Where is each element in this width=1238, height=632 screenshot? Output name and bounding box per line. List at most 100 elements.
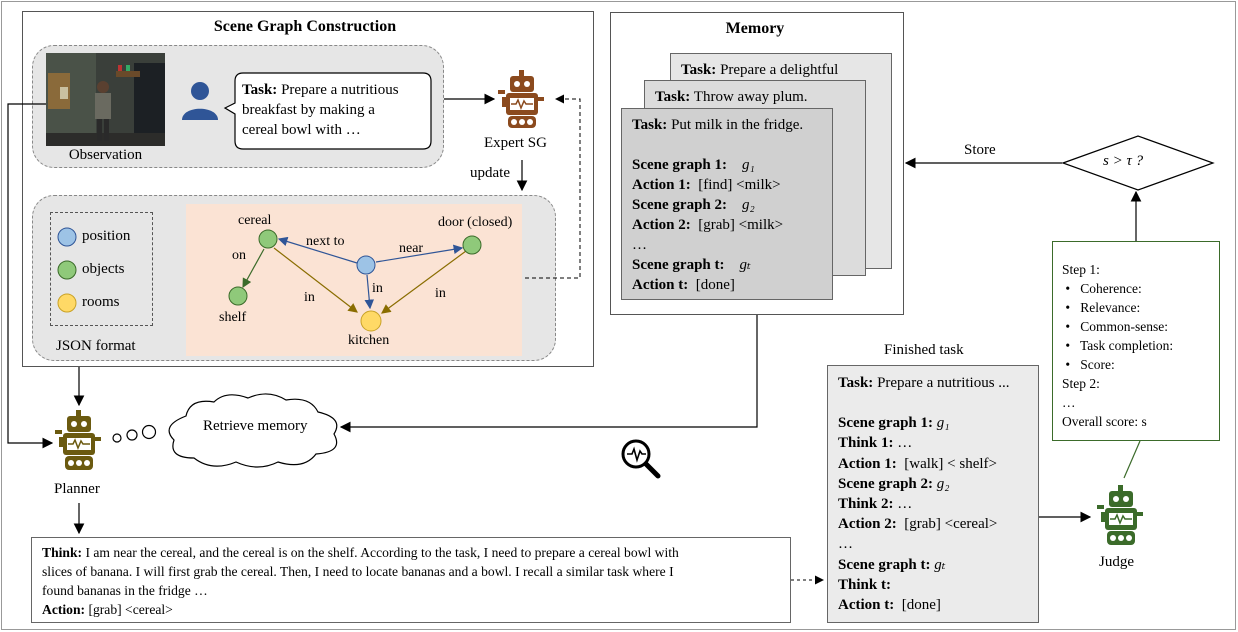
label-cereal: cereal: [238, 213, 272, 228]
label-in-2: in: [372, 281, 383, 296]
card3-task: Prepare a delightful: [720, 62, 839, 78]
ft-at: [done]: [901, 597, 941, 614]
node-shelf: [228, 286, 248, 306]
step2-label: Step 2:: [1062, 376, 1100, 391]
criterion-coherence: • Coherence:: [1062, 281, 1142, 296]
legend-objects-label: objects: [82, 261, 125, 277]
legend-position-label: position: [82, 228, 131, 244]
ft-think2-bold: Think 2:: [838, 496, 894, 513]
card2-task-bold: Task:: [655, 89, 691, 105]
ft-task: Prepare a nutritious ...: [877, 375, 1010, 391]
ft-think2: …: [897, 496, 913, 513]
decision-diamond: [1061, 135, 1215, 191]
label-shelf: shelf: [219, 310, 247, 325]
task-bold: Task:: [242, 82, 278, 98]
card1-sgt: gₜ: [739, 257, 751, 273]
card1-sg1: g₁: [742, 157, 755, 173]
json-format-label: JSON format: [56, 338, 136, 354]
ft-task-bold: Task:: [838, 375, 874, 391]
step2-dots: …: [1062, 395, 1076, 410]
card1-a2-bold: Action 2:: [632, 217, 691, 233]
ft-think1-bold: Think 1:: [838, 435, 894, 452]
criterion-score: • Score:: [1062, 357, 1115, 372]
node-position: [356, 255, 376, 275]
ft-sg2: g₂: [936, 475, 950, 492]
legend-symbols: [57, 227, 77, 313]
task-line-1: Prepare a nutritious: [281, 82, 399, 98]
card1-a1-bold: Action 1:: [632, 177, 691, 193]
edge-in-door: [381, 250, 467, 314]
task-line-2: breakfast by making a: [242, 102, 375, 118]
task-line-3: cereal bowl with …: [242, 122, 361, 138]
ft-sg1-bold: Scene graph 1:: [838, 415, 933, 432]
scene-graph-title: Scene Graph Construction: [213, 18, 397, 35]
criterion-common-sense: • Common-sense:: [1062, 319, 1168, 334]
edge-next-to: [277, 236, 358, 264]
edge-in-position: [364, 274, 375, 310]
judge-criteria-box: Step 1: • Coherence: • Relevance: • Comm…: [1052, 241, 1220, 441]
edge-near: [375, 244, 464, 263]
ft-sgt-bold: Scene graph t:: [838, 556, 931, 573]
decision-text: s > τ ?: [1103, 153, 1144, 169]
memory-title: Memory: [725, 20, 785, 37]
label-on: on: [232, 248, 246, 263]
card1-a2: [grab] <milk>: [698, 217, 784, 233]
edge-on: [242, 248, 265, 289]
think-line-3: found bananas in the fridge …: [42, 583, 208, 598]
legend-position-dot: [57, 227, 77, 247]
legend-rooms-dot: [57, 293, 77, 313]
expert-sg-label: Expert SG: [484, 135, 547, 151]
card1-task-bold: Task:: [632, 117, 668, 133]
card3-task-bold: Task:: [681, 62, 717, 78]
user-icon: [182, 82, 218, 120]
retrieve-memory-label: Retrieve memory: [203, 418, 308, 434]
memory-card-1: Task: Put milk in the fridge. Scene grap…: [621, 108, 833, 300]
retrieve-memory-cloud: [112, 393, 338, 468]
update-label: update: [470, 165, 510, 181]
ft-think1: …: [897, 435, 913, 452]
edge-in-cereal: [273, 247, 358, 313]
card1-sg1-bold: Scene graph 1:: [632, 157, 727, 173]
planner-label: Planner: [54, 481, 100, 497]
expert-sg-robot-icon: [498, 70, 544, 128]
finished-task-card: Task: Prepare a nutritious ... Scene gra…: [827, 365, 1039, 623]
node-door: [462, 235, 482, 255]
judge-robot-icon: [1097, 485, 1143, 545]
criterion-relevance: • Relevance:: [1062, 300, 1141, 315]
legend-rooms-label: rooms: [82, 294, 120, 310]
think-bold: Think:: [42, 545, 83, 560]
card1-task: Put milk in the fridge.: [671, 117, 804, 133]
ft-a1-bold: Action 1:: [838, 455, 897, 472]
criterion-task-completion: • Task completion:: [1062, 338, 1174, 353]
action-bold: Action:: [42, 602, 86, 617]
legend-objects-dot: [57, 260, 77, 280]
action-text: [grab] <cereal>: [88, 602, 173, 617]
speech-bubble: [223, 72, 432, 150]
ft-dots: …: [838, 536, 853, 553]
ft-a1: [walk] < shelf>: [904, 455, 997, 472]
label-next-to: next to: [306, 234, 345, 249]
task-text: Task: Prepare a nutritious breakfast by …: [242, 80, 432, 140]
overall-score: Overall score: s: [1062, 414, 1147, 429]
judge-label: Judge: [1099, 554, 1134, 570]
ft-sg1: g₁: [936, 415, 950, 432]
observation-scene: [46, 53, 165, 146]
card1-sg2-bold: Scene graph 2:: [632, 197, 727, 213]
card2-task: Throw away plum.: [693, 89, 808, 105]
card1-sgt-bold: Scene graph t:: [632, 257, 725, 273]
think-line-2: slices of banana. I will first grab the …: [42, 564, 674, 579]
label-kitchen: kitchen: [348, 333, 389, 348]
ft-sg2-bold: Scene graph 2:: [838, 475, 933, 492]
store-label: Store: [964, 142, 996, 158]
ft-sgt: gₜ: [934, 556, 946, 573]
observation-image: [46, 53, 165, 146]
node-kitchen: [360, 310, 382, 332]
finished-task-title: Finished task: [884, 342, 964, 358]
ft-at-bold: Action t:: [838, 597, 895, 614]
observation-label: Observation: [68, 147, 143, 163]
label-in-1: in: [304, 290, 315, 305]
card1-dots: …: [632, 237, 647, 253]
label-in-3: in: [435, 286, 446, 301]
think-line-1: I am near the cereal, and the cereal is …: [85, 545, 679, 560]
